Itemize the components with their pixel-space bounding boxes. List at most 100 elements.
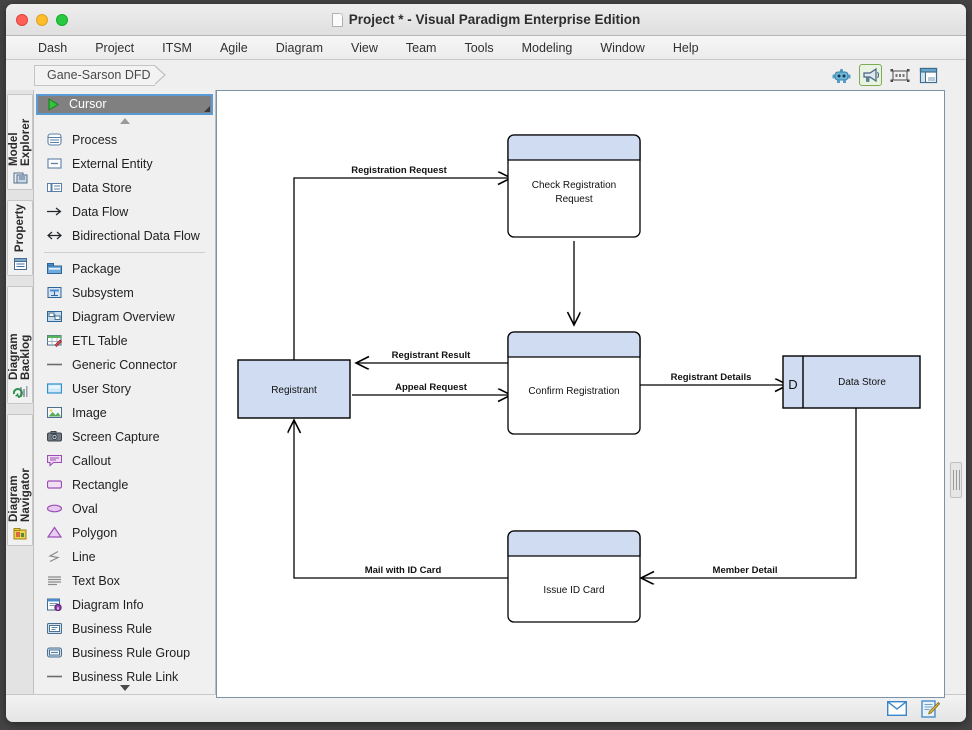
business-rule-group-icon xyxy=(46,645,63,660)
dock-tab-model-explorer[interactable]: Model Explorer xyxy=(7,94,33,190)
flow-mail-with-id-card[interactable] xyxy=(294,420,514,578)
text-box-icon xyxy=(46,573,63,588)
dock-tab-property[interactable]: Property xyxy=(7,200,33,276)
window-title: Project * - Visual Paradigm Enterprise E… xyxy=(349,12,641,27)
palette-item-process[interactable]: Process xyxy=(40,128,215,152)
palette-item-label: Text Box xyxy=(72,574,120,588)
palette-item-data-store[interactable]: Data Store xyxy=(40,176,215,200)
menu-tools[interactable]: Tools xyxy=(450,39,507,57)
presentation-icon[interactable] xyxy=(888,64,911,86)
menu-diagram[interactable]: Diagram xyxy=(262,39,337,57)
palette-item-business-rule[interactable]: Business Rule xyxy=(40,617,215,641)
flow-label-registrant-details: Registrant Details xyxy=(671,372,752,383)
palette-item-cursor[interactable]: Cursor xyxy=(36,94,213,115)
etl-table-icon xyxy=(46,333,63,348)
node-registrant[interactable]: Registrant xyxy=(238,360,350,418)
node-confirm-registration[interactable]: Confirm Registration xyxy=(508,332,640,434)
palette-item-rectangle[interactable]: Rectangle xyxy=(40,473,215,497)
title-bar: Project * - Visual Paradigm Enterprise E… xyxy=(6,4,966,36)
palette-item-label: Business Rule Link xyxy=(72,670,178,682)
dock-tab-diagram-navigator[interactable]: Diagram Navigator xyxy=(7,414,33,546)
screen-capture-icon xyxy=(46,429,63,444)
package-icon xyxy=(46,261,63,276)
process-icon xyxy=(46,132,63,147)
breadcrumb[interactable]: Gane-Sarson DFD xyxy=(34,65,166,86)
dock-tab-label: Property xyxy=(14,202,26,255)
zoom-button[interactable] xyxy=(56,14,68,26)
palette-item-image[interactable]: Image xyxy=(40,401,215,425)
menu-team[interactable]: Team xyxy=(392,39,451,57)
node-label-confirm-registration: Confirm Registration xyxy=(528,386,619,397)
palette-item-etl-table[interactable]: ETL Table xyxy=(40,329,215,353)
palette-item-text-box[interactable]: Text Box xyxy=(40,569,215,593)
palette-item-label: Diagram Overview xyxy=(72,310,175,324)
callout-icon xyxy=(46,453,63,468)
node-check-registration-request[interactable]: Check Registration Request xyxy=(508,135,640,237)
data-store-icon xyxy=(46,180,63,195)
palette-item-data-flow[interactable]: Data Flow xyxy=(40,200,215,224)
palette-item-diagram-info[interactable]: Diagram Info xyxy=(40,593,215,617)
menu-modeling[interactable]: Modeling xyxy=(508,39,587,57)
flow-member-detail[interactable] xyxy=(641,408,856,578)
application-window: Project * - Visual Paradigm Enterprise E… xyxy=(6,4,966,722)
palette-item-label: Process xyxy=(72,133,117,147)
business-rule-icon xyxy=(46,621,63,636)
document-icon xyxy=(332,13,343,27)
dock-tab-label: Diagram Navigator xyxy=(8,419,32,525)
breadcrumb-chevron-icon xyxy=(155,65,166,85)
node-data-store[interactable]: D Data Store xyxy=(783,356,920,408)
menu-window[interactable]: Window xyxy=(586,39,658,57)
palette-item-bidirectional-data-flow[interactable]: Bidirectional Data Flow xyxy=(40,224,215,248)
palette-item-subsystem[interactable]: Subsystem xyxy=(40,281,215,305)
palette-item-polygon[interactable]: Polygon xyxy=(40,521,215,545)
palette-scroll-down[interactable] xyxy=(34,681,215,694)
palette-item-label: Business Rule xyxy=(72,622,152,636)
notes-edit-icon[interactable] xyxy=(921,700,940,718)
node-issue-id-card[interactable]: Issue ID Card xyxy=(508,531,640,622)
menu-view[interactable]: View xyxy=(337,39,392,57)
palette-item-list: Process External Entity xyxy=(34,128,215,682)
menu-agile[interactable]: Agile xyxy=(206,39,262,57)
palette-item-package[interactable]: Package xyxy=(40,257,215,281)
menu-project[interactable]: Project xyxy=(81,39,148,57)
menu-itsm[interactable]: ITSM xyxy=(148,39,206,57)
node-label-issue-id-card: Issue ID Card xyxy=(543,585,604,596)
palette-item-label: Generic Connector xyxy=(72,358,177,372)
palette-item-line[interactable]: Line xyxy=(40,545,215,569)
palette-item-screen-capture[interactable]: Screen Capture xyxy=(40,425,215,449)
polygon-icon xyxy=(46,525,63,540)
breadcrumb-label: Gane-Sarson DFD xyxy=(34,65,155,86)
menu-dash[interactable]: Dash xyxy=(24,39,81,57)
dock-tab-diagram-backlog[interactable]: Diagram Backlog xyxy=(7,286,33,404)
close-button[interactable] xyxy=(16,14,28,26)
dfd-diagram: Registration Request Registrant Result A… xyxy=(217,91,944,697)
diagram-overview-icon xyxy=(46,309,63,324)
palette-item-business-rule-link[interactable]: Business Rule Link xyxy=(40,665,215,682)
diagram-canvas[interactable]: Registration Request Registrant Result A… xyxy=(216,90,945,698)
property-icon xyxy=(13,257,28,271)
minimize-button[interactable] xyxy=(36,14,48,26)
palette-item-diagram-overview[interactable]: Diagram Overview xyxy=(40,305,215,329)
dock-tab-label: Model Explorer xyxy=(8,99,32,169)
mail-icon[interactable] xyxy=(887,701,907,716)
palette-item-callout[interactable]: Callout xyxy=(40,449,215,473)
palette-item-user-story[interactable]: User Story xyxy=(40,377,215,401)
panel-layout-icon[interactable] xyxy=(917,64,940,86)
palette-item-oval[interactable]: Oval xyxy=(40,497,215,521)
node-label-check-registration-request: Check Registration xyxy=(532,180,616,191)
palette-item-label: Data Store xyxy=(72,181,132,195)
palette-item-label: External Entity xyxy=(72,157,153,171)
palette-item-label: Screen Capture xyxy=(72,430,160,444)
palette-item-generic-connector[interactable]: Generic Connector xyxy=(40,353,215,377)
flow-registration-request[interactable] xyxy=(294,178,511,361)
menu-help[interactable]: Help xyxy=(659,39,713,57)
palette-item-business-rule-group[interactable]: Business Rule Group xyxy=(40,641,215,665)
diagram-backlog-icon xyxy=(13,385,28,399)
line-icon xyxy=(46,549,63,564)
palette-item-label: ETL Table xyxy=(72,334,128,348)
palette-item-external-entity[interactable]: External Entity xyxy=(40,152,215,176)
megaphone-icon[interactable] xyxy=(859,64,882,86)
palette-scroll-up[interactable] xyxy=(34,115,215,128)
assistant-bot-icon[interactable] xyxy=(830,64,853,86)
right-panel-grip[interactable] xyxy=(950,462,962,498)
